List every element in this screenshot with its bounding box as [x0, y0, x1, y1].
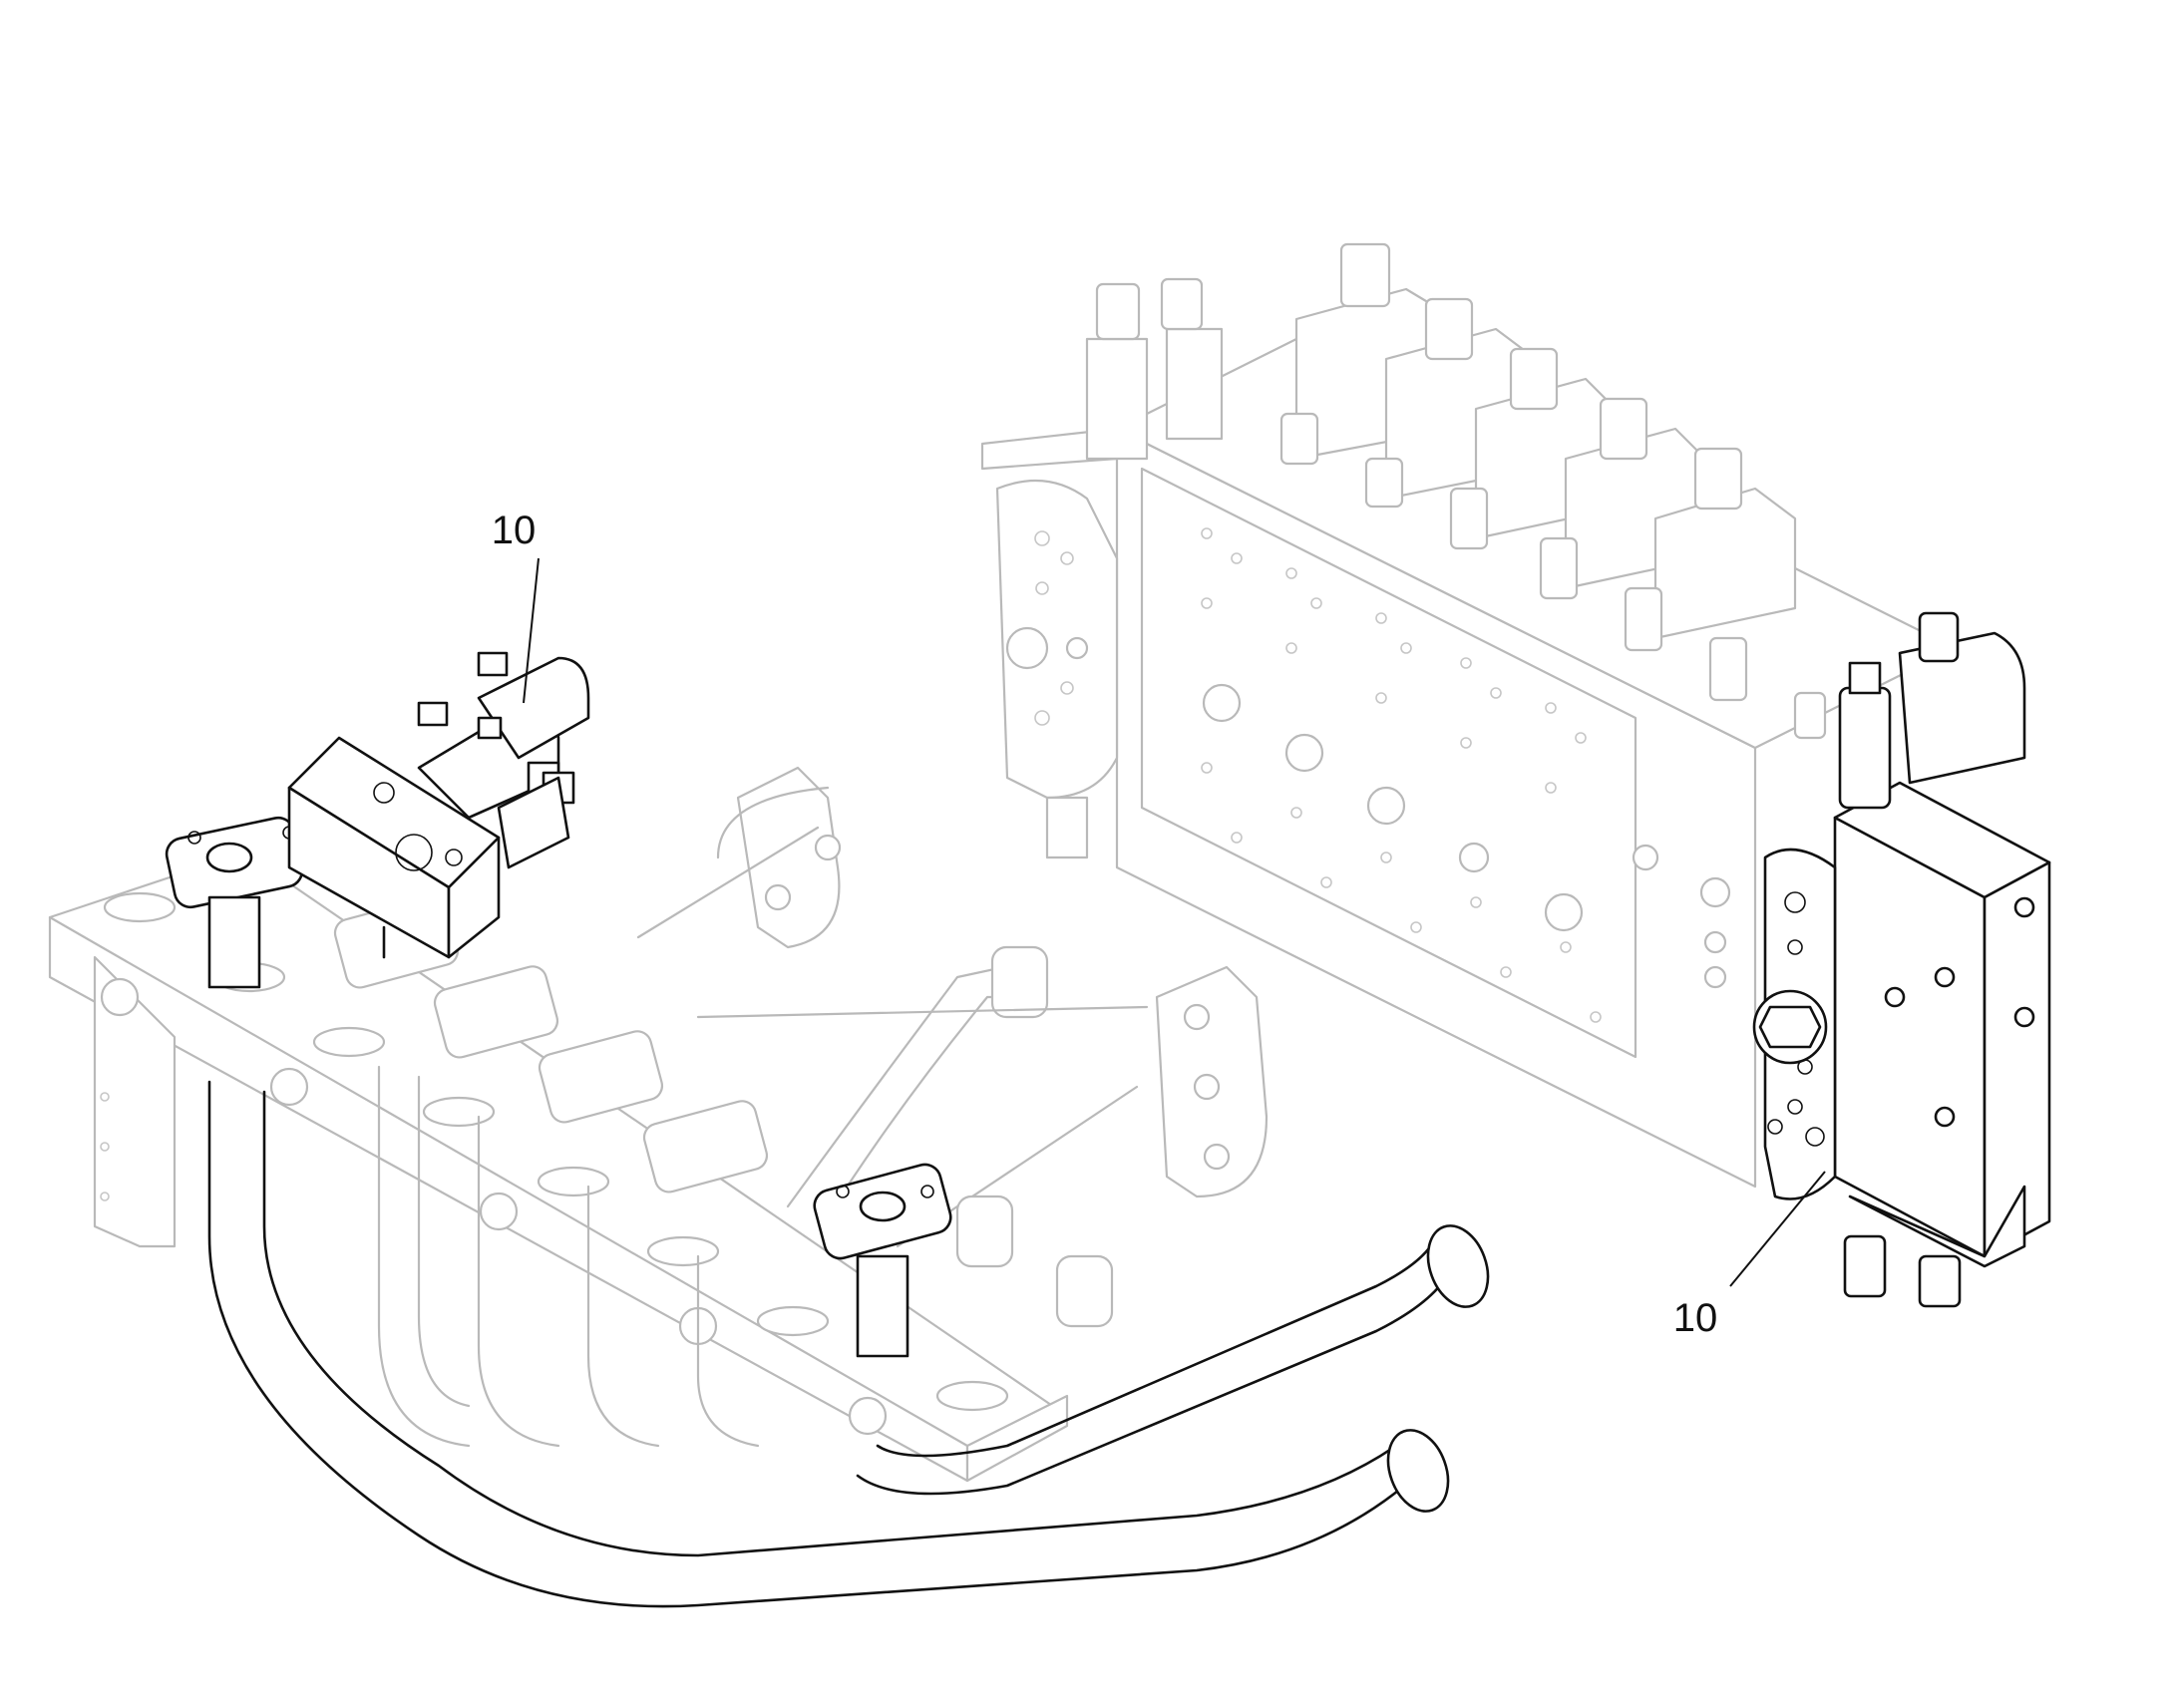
control-valve-block [980, 242, 1957, 1189]
callout-left: 10 [492, 509, 540, 704]
callout-right: 10 [1673, 1171, 1826, 1340]
solenoid-valve [287, 651, 590, 959]
dark-flanges [165, 816, 952, 1358]
end-valve-section [1752, 611, 2051, 1308]
callout-label: 10 [492, 509, 537, 552]
hydraulic-pipes [207, 1080, 1490, 1608]
manifold-rail [48, 851, 1069, 1483]
callout-label: 10 [1673, 1296, 1718, 1340]
